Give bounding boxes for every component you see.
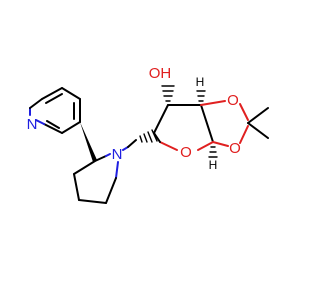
dioxolane-ring (200, 100, 269, 147)
dioxolane-oxygen-top-label: O (227, 92, 239, 109)
pyridine-ring (29, 87, 81, 134)
stereo-hydrogen-bottom-label: H (209, 158, 218, 172)
hashed-bond-h-top (196, 90, 206, 102)
hashed-bond-h-bottom (208, 146, 218, 158)
hydroxyl-label: OH (149, 65, 172, 82)
hashed-bond-oh (161, 85, 175, 102)
dioxolane-oxygen-bottom-label: O (229, 140, 241, 157)
pyridine-nitrogen-label: N (27, 116, 38, 133)
furanose-ring (153, 104, 214, 151)
stereo-hydrogen-top-label: H (196, 75, 205, 89)
structure-svg: N N O O O OH H H (27, 65, 269, 204)
hashed-bond-c5 (139, 129, 158, 143)
molecule-diagram: N N O O O OH H H (27, 65, 269, 204)
pyrrolidine-ring (73, 153, 119, 204)
pyrrolidine-nitrogen-label: N (112, 146, 123, 163)
wedge-bond (80, 122, 97, 162)
ring-oxygen-label: O (180, 144, 192, 161)
